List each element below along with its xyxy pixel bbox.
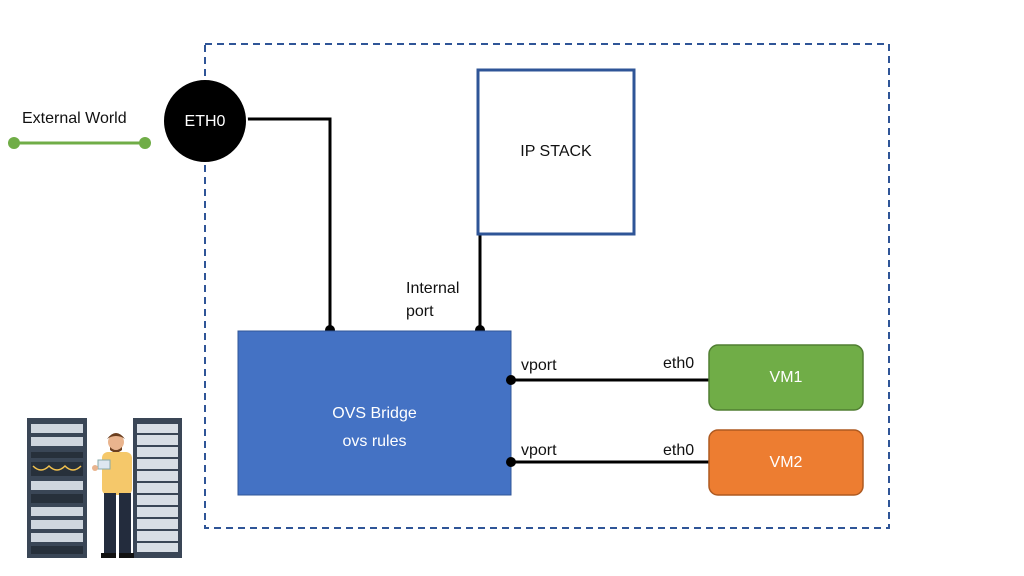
eth0-node-label: ETH0 — [184, 113, 226, 130]
server-engineer-illustration — [27, 418, 182, 558]
eth0-node — [162, 78, 248, 164]
eth0-to-bridge-link — [245, 117, 332, 331]
internal-port-label-line1: Internal — [406, 280, 460, 297]
vport2-joint — [506, 457, 516, 467]
ip-stack-box — [476, 68, 636, 236]
external-world-label: External World — [22, 110, 127, 127]
vm1-label: VM1 — [769, 368, 803, 386]
vport-label-1: vport — [521, 357, 557, 374]
external-link-endpoint-right — [139, 137, 151, 149]
ip-stack-label: IP STACK — [520, 143, 592, 160]
external-link-endpoint-left — [8, 137, 20, 149]
vm2-label: VM2 — [769, 453, 803, 471]
vm1-eth0-label: eth0 — [663, 355, 695, 372]
vport1-joint — [506, 375, 516, 385]
vm2-box — [708, 429, 864, 496]
vport-label-2: vport — [521, 442, 557, 459]
ovs-bridge-title: OVS Bridge — [332, 405, 417, 422]
ovs-bridge-box — [237, 330, 512, 496]
ovs-bridge-subtitle: ovs rules — [342, 433, 407, 450]
host-boundary — [204, 43, 890, 529]
internal-port-label-line2: port — [406, 303, 434, 320]
vm2-eth0-label: eth0 — [663, 442, 695, 459]
vm1-box — [708, 344, 864, 411]
